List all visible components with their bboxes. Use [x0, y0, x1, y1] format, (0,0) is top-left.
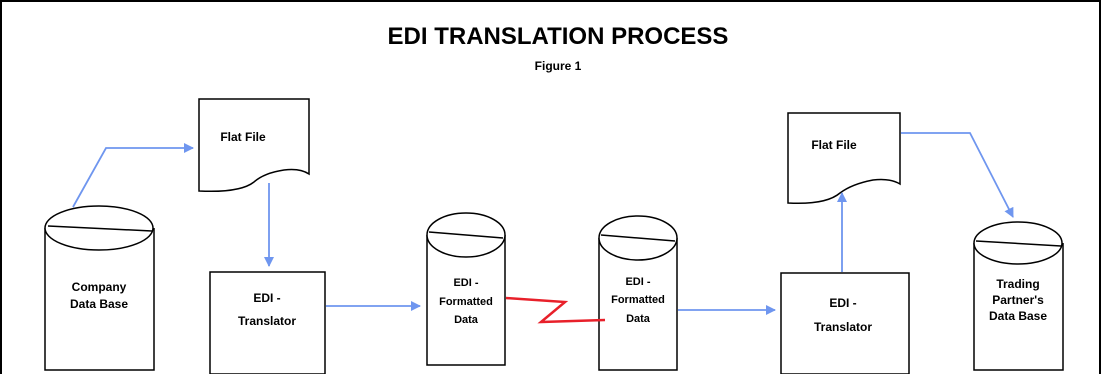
- edi-formatted-data-left: EDI - Formatted Data: [426, 212, 506, 366]
- flat-file-right-label: Flat File: [811, 138, 857, 152]
- formatted-right-line3: Data: [626, 313, 651, 325]
- company-db-label-line1: Company: [72, 280, 127, 294]
- trading-partner-database: Trading Partner's Data Base: [973, 221, 1064, 371]
- formatted-right-line2: Formatted: [611, 294, 665, 306]
- edi-translator-right: EDI - Translator: [780, 272, 910, 374]
- translator-left-line1: EDI -: [253, 291, 280, 305]
- formatted-left-line2: Formatted: [439, 296, 493, 308]
- partner-db-line1: Trading: [996, 277, 1039, 291]
- diagram-subtitle: Figure 1: [535, 59, 582, 73]
- edi-translator-left: EDI - Translator: [209, 271, 326, 374]
- arrow-flatfile-to-partner-db: [901, 132, 1014, 218]
- translator-right-line1: EDI -: [829, 296, 856, 310]
- edi-formatted-data-right: EDI - Formatted Data: [598, 215, 678, 371]
- formatted-left-line1: EDI -: [453, 277, 478, 289]
- diagram-title: EDI TRANSLATION PROCESS: [388, 23, 729, 50]
- flat-file-right: Flat File: [787, 112, 901, 205]
- transmission-link: [505, 296, 606, 324]
- translator-right-line2: Translator: [814, 320, 872, 334]
- company-db-label-line2: Data Base: [70, 297, 128, 311]
- flat-file-left-label: Flat File: [220, 130, 266, 144]
- partner-db-line3: Data Base: [989, 309, 1047, 323]
- formatted-right-line1: EDI -: [625, 276, 650, 288]
- arrow-db-to-flatfile: [72, 143, 194, 208]
- flat-file-left: Flat File: [198, 98, 310, 193]
- company-database: Company Data Base: [44, 205, 155, 371]
- translator-left-line2: Translator: [238, 314, 296, 328]
- partner-db-line2: Partner's: [992, 293, 1044, 307]
- formatted-left-line3: Data: [454, 314, 479, 326]
